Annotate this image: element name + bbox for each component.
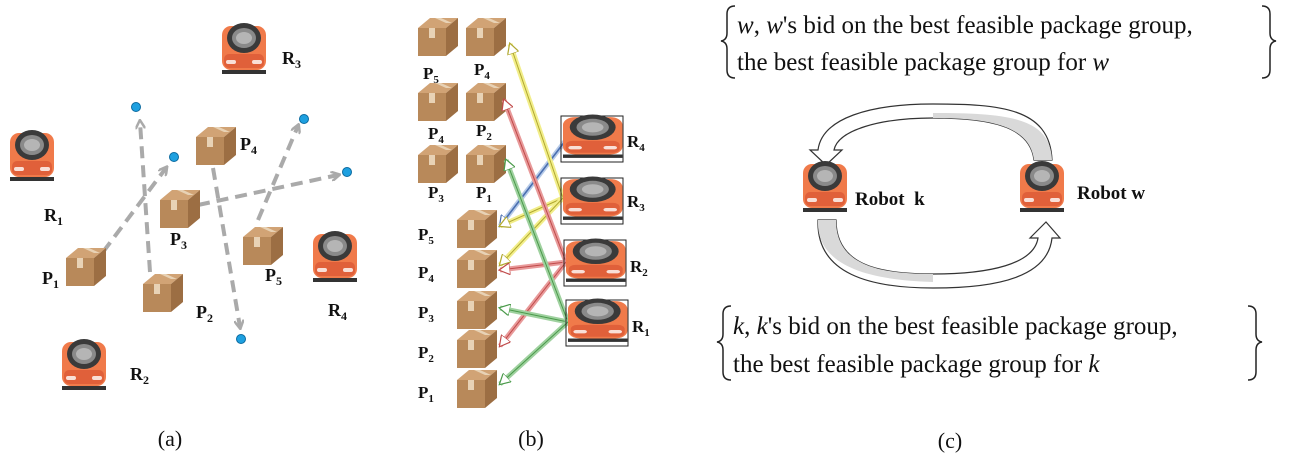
top-right-brace	[1261, 5, 1277, 79]
robot-r4-b-icon	[563, 114, 623, 158]
top-bid-line-2: the best feasible package group for w	[737, 49, 1109, 76]
robot-r1-label: R1	[44, 205, 63, 228]
robot-b-r1-label: R1	[632, 317, 650, 339]
pair-box-p4b	[418, 83, 458, 121]
panel-c: w, w's bid on the best feasible package …	[716, 5, 1277, 453]
pair-box-p3	[418, 145, 458, 183]
robot-w-label: Robot w	[1077, 183, 1145, 204]
pkg-col-p5-label: P5	[418, 225, 434, 247]
robot-k-icon	[803, 161, 847, 212]
robot-r1-b-icon	[568, 298, 628, 342]
robot-r1-icon	[10, 130, 54, 181]
package-p2-label: P2	[196, 302, 213, 325]
robot-r2-icon	[62, 339, 106, 390]
bottom-bid-line-2: the best feasible package group for k	[733, 351, 1100, 378]
package-p5-icon	[243, 227, 283, 265]
caption-b: (b)	[518, 426, 544, 451]
destination-dots	[131, 102, 352, 344]
pkg-col-p4	[457, 250, 497, 288]
bottom-left-brace	[716, 305, 732, 381]
package-p4-label: P4	[240, 134, 257, 157]
pair-box-p1	[466, 145, 506, 183]
pair-1-right-label: P4	[474, 60, 490, 82]
pkg-col-p5	[457, 210, 497, 248]
package-p3-icon	[160, 190, 200, 228]
pair-box-p5	[418, 18, 458, 56]
bottom-curved-arrow	[817, 219, 1062, 289]
robot-b-r2-label: R2	[630, 257, 648, 279]
caption-c: (c)	[938, 428, 962, 453]
robot-r2-label: R2	[130, 364, 149, 387]
package-p4-icon	[196, 127, 236, 165]
panel-a: R3 R1 R4 R2 P4 P3 P1 P2 P5 (a)	[10, 23, 357, 451]
pair-3-right-label: P1	[476, 183, 492, 205]
package-p1-icon	[66, 248, 106, 286]
top-left-brace	[720, 5, 736, 79]
pkg-col-p1-label: P1	[418, 383, 434, 405]
robot-w-icon	[1020, 161, 1064, 212]
robot-b-r3-label: R3	[627, 192, 645, 214]
pair-box-p4	[466, 18, 506, 56]
bottom-right-brace	[1247, 305, 1263, 381]
robot-r3-icon	[222, 23, 266, 74]
caption-a: (a)	[158, 426, 182, 451]
pkg-col-p3-label: P3	[418, 303, 434, 325]
package-p5-label: P5	[265, 265, 282, 288]
green-arrows	[500, 160, 571, 386]
blue-arrows	[498, 138, 568, 226]
package-p3-label: P3	[170, 229, 187, 252]
pair-2-left-label: P4	[428, 124, 444, 146]
panel-b: P5 P4 P4 P2 P3 P1 P5 P4 P3 P2 P1	[418, 18, 650, 451]
bottom-bid-line-1: k, k's bid on the best feasible package …	[733, 313, 1178, 340]
pkg-col-p3	[457, 291, 497, 329]
package-p1-label: P1	[42, 268, 59, 291]
robot-r3-b-icon	[563, 176, 623, 220]
package-p2-icon	[143, 274, 183, 312]
red-arrows	[500, 100, 569, 346]
robot-r4-icon	[313, 231, 357, 282]
pair-3-left-label: P3	[428, 183, 444, 205]
pkg-col-p2-label: P2	[418, 343, 434, 365]
pkg-col-p4-label: P4	[418, 263, 434, 285]
pkg-col-p1	[457, 370, 497, 408]
robot-r3-label: R3	[282, 48, 301, 71]
top-bid-line-1: w, w's bid on the best feasible package …	[737, 12, 1193, 39]
pkg-col-p2	[457, 330, 497, 368]
robot-k-label: Robot k	[855, 189, 925, 210]
dashed-routes	[101, 122, 338, 327]
pair-2-right-label: P2	[476, 121, 492, 143]
robot-r2-b-icon	[566, 238, 626, 282]
pair-box-p2	[466, 83, 506, 121]
top-curved-arrow	[808, 103, 1053, 166]
robot-r4-label: R4	[328, 300, 347, 323]
pair-1-left-label: P5	[423, 64, 439, 86]
robot-b-r4-label: R4	[627, 132, 645, 154]
